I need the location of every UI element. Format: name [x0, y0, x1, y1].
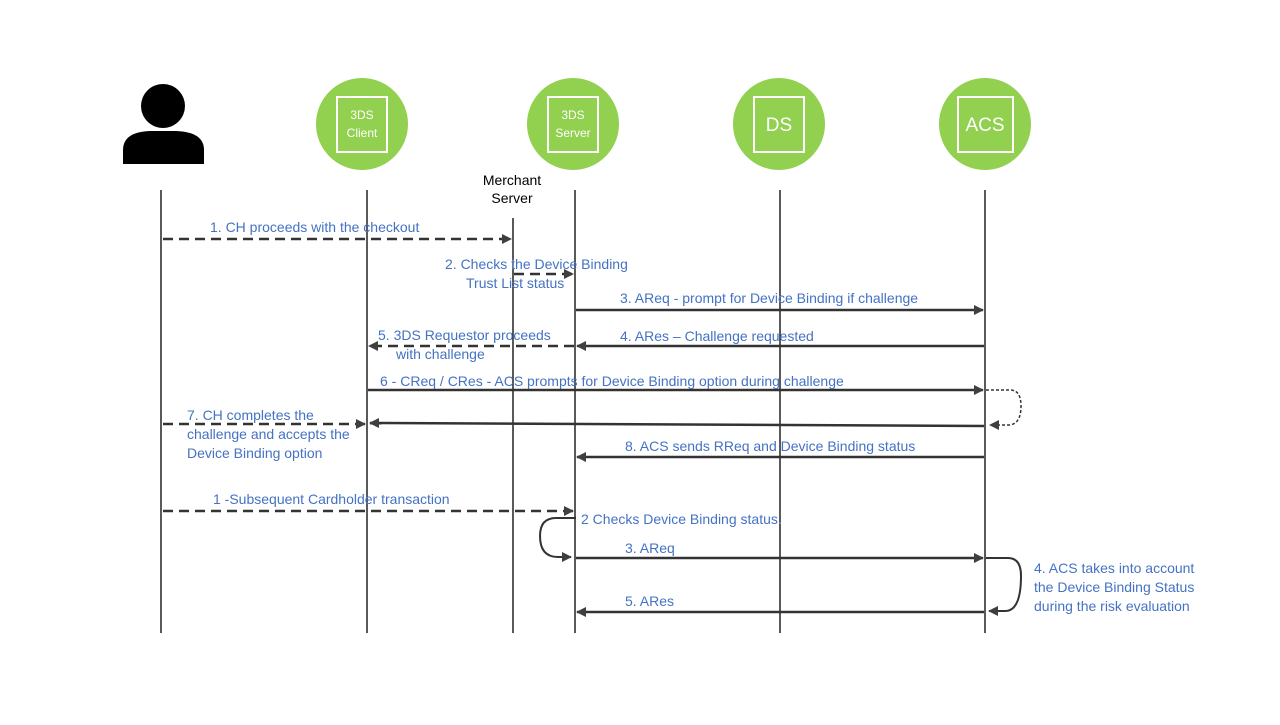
ds-frame	[753, 96, 805, 153]
3ds-client-participant: 3DS Client	[316, 78, 408, 170]
3ds-client-label-1: 3DS	[350, 108, 373, 122]
subsequent-2-label: 2 Checks Device Binding status.	[581, 511, 782, 527]
ds-node	[733, 78, 825, 170]
3ds-server-label-2: Server	[555, 126, 590, 140]
message-8-label: 8. ACS sends RReq and Device Binding sta…	[625, 438, 915, 454]
subsequent-5-ares: 5. ARes	[576, 593, 984, 617]
3ds-server-node	[527, 78, 619, 170]
message-7-return-arrow	[369, 418, 985, 429]
3ds-server-participant: 3DS Server	[527, 78, 619, 170]
subsequent-1-transaction: 1 -Subsequent Cardholder transaction	[163, 491, 574, 516]
message-7-label-2: challenge and accepts the	[187, 426, 350, 442]
ds-label: DS	[766, 115, 792, 136]
message-6-creq-cres: 6 - CReq / CRes - ACS prompts for Device…	[368, 373, 1022, 430]
acs-frame	[957, 96, 1014, 153]
subsequent-1-label: 1 -Subsequent Cardholder transaction	[213, 491, 450, 507]
3ds-server-frame	[547, 96, 599, 153]
subsequent-4-label-3: during the risk evaluation	[1034, 598, 1190, 614]
message-6-acs-loop	[986, 389, 1022, 430]
subsequent-3-label: 3. AReq	[625, 540, 675, 556]
subsequent-5-label: 5. ARes	[625, 593, 674, 609]
3ds-server-label-1: 3DS	[561, 108, 584, 122]
3ds-client-frame	[336, 96, 388, 153]
3ds-client-label-2: Client	[347, 126, 378, 140]
message-3-areq: 3. AReq - prompt for Device Binding if c…	[576, 290, 984, 315]
message-3-label: 3. AReq - prompt for Device Binding if c…	[620, 290, 918, 306]
acs-node	[939, 78, 1031, 170]
message-8-rreq: 8. ACS sends RReq and Device Binding sta…	[576, 438, 984, 462]
subsequent-3-areq: 3. AReq	[576, 540, 984, 563]
person-icon	[123, 84, 204, 164]
message-7-complete-challenge: 7. CH completes the challenge and accept…	[163, 407, 985, 461]
subsequent-2-check-status: 2 Checks Device Binding status.	[538, 511, 782, 562]
subsequent-4-loop	[986, 557, 1023, 616]
message-5-proceed-challenge: 5. 3DS Requestor proceeds with challenge	[368, 327, 574, 362]
merchant-server-label-2: Server	[491, 190, 533, 206]
3ds-client-node	[316, 78, 408, 170]
message-2-label-2: Trust List status	[466, 275, 564, 291]
message-1-label: 1. CH proceeds with the checkout	[210, 219, 419, 235]
message-7-label-1: 7. CH completes the	[187, 407, 314, 423]
ds-participant: DS	[733, 78, 825, 170]
message-6-label: 6 - CReq / CRes - ACS prompts for Device…	[380, 373, 844, 389]
subsequent-4-label-2: the Device Binding Status	[1034, 579, 1194, 595]
subsequent-4-risk-evaluation: 4. ACS takes into account the Device Bin…	[986, 557, 1194, 616]
message-4-label: 4. ARes – Challenge requested	[620, 328, 814, 344]
merchant-server-label-1: Merchant	[483, 172, 541, 188]
message-2-label-1: 2. Checks the Device Binding	[445, 256, 628, 272]
subsequent-2-loop	[538, 517, 576, 562]
message-7-label-3: Device Binding option	[187, 445, 322, 461]
cardholder-participant	[123, 84, 204, 164]
acs-participant: ACS	[939, 78, 1031, 170]
message-5-label-1: 5. 3DS Requestor proceeds	[378, 327, 551, 343]
message-4-ares: 4. ARes – Challenge requested	[576, 328, 984, 351]
message-2-trust-list: 2. Checks the Device Binding Trust List …	[445, 256, 628, 291]
merchant-server-participant: Merchant Server	[483, 172, 541, 206]
message-1-checkout: 1. CH proceeds with the checkout	[163, 219, 512, 244]
message-5-label-2: with challenge	[395, 346, 485, 362]
acs-label: ACS	[965, 115, 1004, 136]
subsequent-4-label-1: 4. ACS takes into account	[1034, 560, 1194, 576]
